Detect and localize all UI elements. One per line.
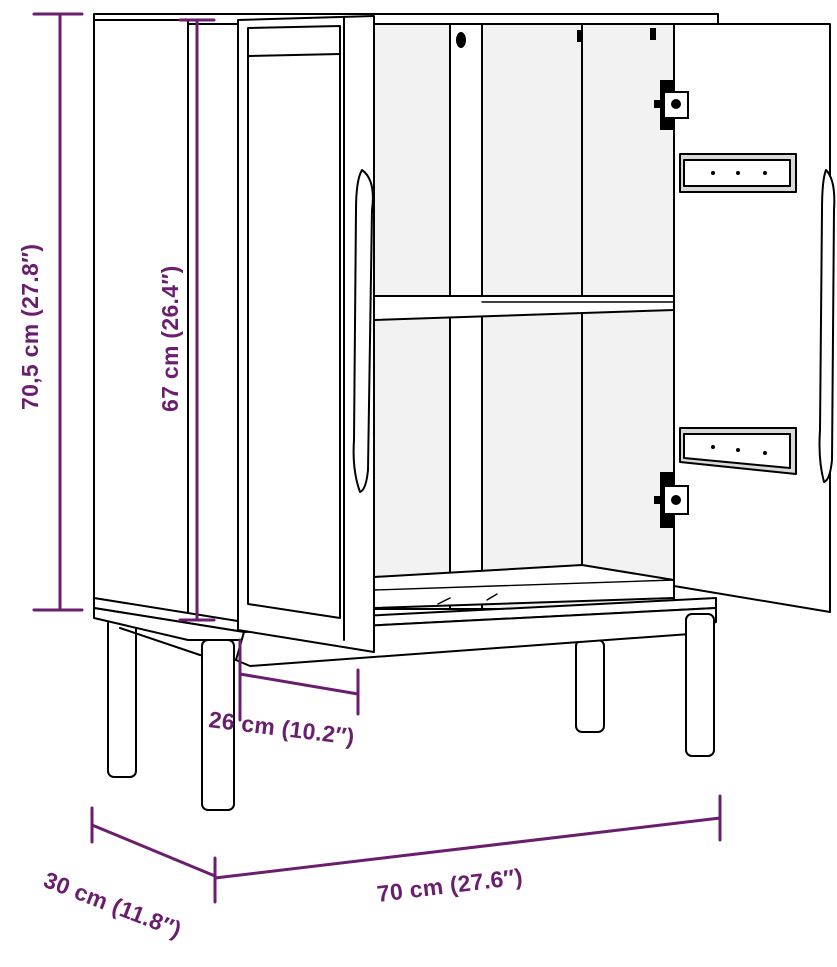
body-height-dimension-line <box>178 18 216 622</box>
right-door-panel <box>673 23 831 613</box>
divider-hole <box>456 32 466 48</box>
front-legs <box>201 613 715 811</box>
body-height-label: 67 cm (26.4″) <box>157 265 183 412</box>
leg-height-dimension-line <box>238 638 360 722</box>
front-left-leg <box>201 639 235 811</box>
dimension-lines <box>32 12 722 904</box>
front-right-leg <box>685 613 715 757</box>
back-right-leg <box>575 639 605 733</box>
hinge-top <box>654 80 689 130</box>
depth-dimension-line <box>90 806 217 904</box>
door-batten-top <box>679 153 797 193</box>
total-height-dimension-line <box>32 12 84 612</box>
left-door <box>237 15 375 653</box>
hinge-bottom <box>654 472 689 528</box>
depth-label: 30 cm (11.8″) <box>40 866 185 942</box>
door-batten-bottom <box>679 427 797 475</box>
right-door-handle <box>818 169 836 483</box>
width-dimension-line <box>213 794 722 880</box>
cabinet <box>93 13 836 811</box>
right-door <box>654 23 836 613</box>
total-height-label: 70,5 cm (27.8″) <box>17 244 43 410</box>
left-door-handle <box>352 169 374 493</box>
width-label: 70 cm (27.6″) <box>375 863 524 907</box>
left-door-inner-panel <box>247 25 341 619</box>
back-left-leg <box>107 604 137 778</box>
